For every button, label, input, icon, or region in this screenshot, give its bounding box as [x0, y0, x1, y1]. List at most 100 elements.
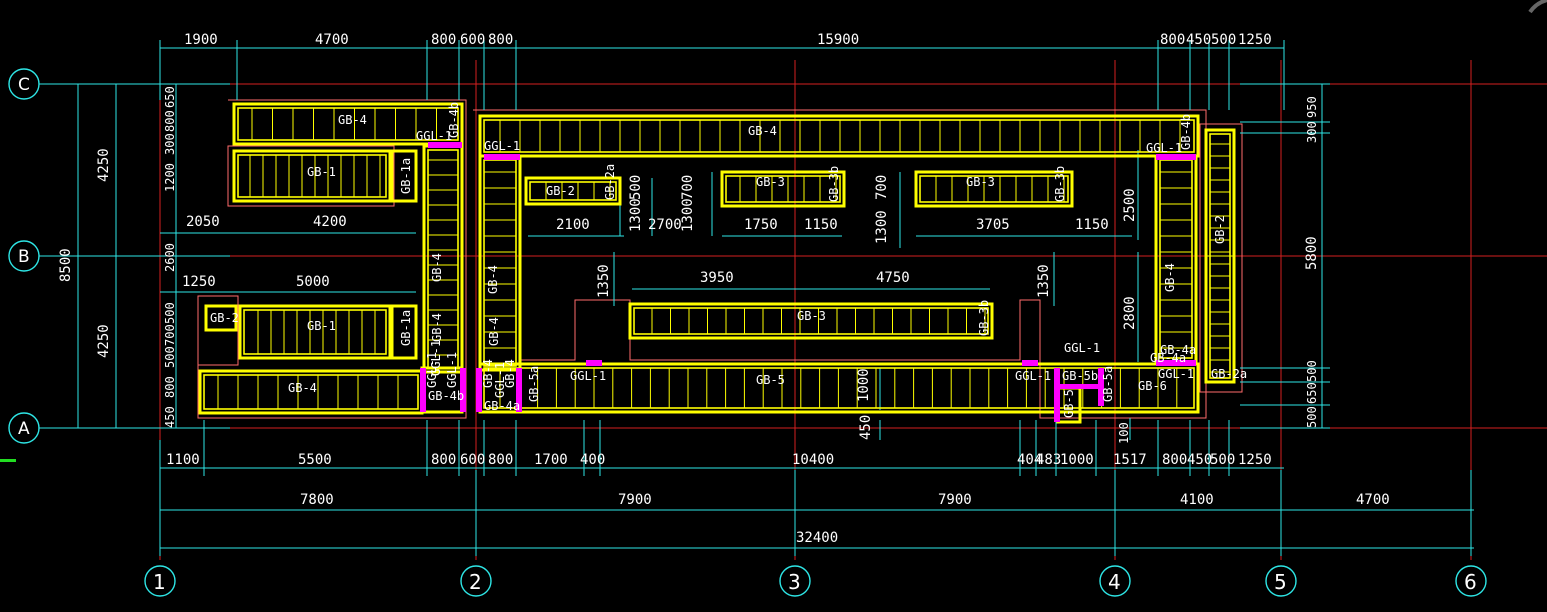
- bottom-dimension-lines: [159, 420, 1474, 556]
- dim-int-4200: 4200: [313, 214, 347, 230]
- dim-int-1150a: 1150: [804, 217, 838, 233]
- label-ggl1-f: GGL-1: [570, 369, 606, 383]
- label-ggl1-b: GGL-1: [484, 139, 520, 153]
- right-dimension-texts: 950 300 5800 500 650 500: [1304, 96, 1320, 428]
- label-gb5a-b: GB-5a: [1101, 366, 1115, 402]
- dim-b2-7900a: 7900: [618, 492, 652, 508]
- dim-int-1350a: 1350: [596, 264, 612, 298]
- dim-right-5800: 5800: [1304, 236, 1320, 270]
- label-gb2a-a: GB-2a: [603, 164, 617, 200]
- dim-top-4700: 4700: [315, 32, 349, 48]
- beam-gb4-main-right-vertical: [1154, 154, 1198, 364]
- dim-left-650: 650: [163, 86, 177, 108]
- axis-label-5: 5: [1274, 570, 1287, 594]
- dim-right-500b: 500: [1305, 406, 1319, 428]
- dim-int-2500: 2500: [1122, 188, 1138, 222]
- dim-int-1300c: 1300: [874, 210, 890, 244]
- dim-left-4250-top: 4250: [96, 148, 112, 182]
- dim-b1-800: 800: [431, 452, 456, 468]
- left-dimension-texts: 4250 8500 4250 650 800 300 1200 2600 500…: [58, 86, 177, 428]
- label-gb1-a: GB-1: [307, 165, 336, 179]
- dim-int-1150b: 1150: [1075, 217, 1109, 233]
- label-ggl1-i: GGL-1: [1158, 367, 1194, 381]
- dim-left-800: 800: [163, 110, 177, 132]
- label-gb3b-c: GB-3b: [977, 300, 991, 336]
- dim-right-950: 950: [1305, 96, 1319, 118]
- axis-label-4: 4: [1108, 570, 1121, 594]
- dim-b2-7800: 7800: [300, 492, 334, 508]
- dim-int-1300b: 1300: [680, 198, 696, 232]
- dim-int-700a: 700: [680, 175, 696, 200]
- axis-label-A: A: [18, 419, 30, 439]
- label-gb4a-b: GB-4a: [484, 399, 520, 413]
- dim-left-700: 700: [163, 324, 177, 346]
- dim-b1-1100: 1100: [166, 452, 200, 468]
- beam-gb3-long: [628, 302, 994, 340]
- dim-b1-450: 450: [1187, 452, 1212, 468]
- dim-int-3705: 3705: [976, 217, 1010, 233]
- label-gb1a-a: GB-1a: [399, 158, 413, 194]
- dim-top-1250: 1250: [1238, 32, 1272, 48]
- dim-b1-400: 400: [580, 452, 605, 468]
- label-gb3-b: GB-3: [966, 175, 995, 189]
- dim-int-5000: 5000: [296, 274, 330, 290]
- label-ggl1-h: GGL-1: [1064, 341, 1100, 355]
- label-ggl1-c: GGL-1: [1146, 141, 1182, 155]
- dim-int-700b: 700: [874, 175, 890, 200]
- top-dimension-lines: [159, 40, 1285, 110]
- beam-gb4-main-top: [478, 114, 1200, 158]
- label-gb5-a: GB-5: [756, 373, 785, 387]
- dim-left-300: 300: [163, 133, 177, 155]
- dim-b1-600: 600: [460, 452, 485, 468]
- beam-gb2-left-small: [204, 304, 238, 332]
- dim-b1-500: 500: [1210, 452, 1235, 468]
- dim-top-800: 800: [431, 32, 456, 48]
- label-gb1-b: GB-1: [307, 319, 336, 333]
- beam-gb4-left-top: [232, 102, 464, 146]
- dim-left-500b: 500: [163, 346, 177, 368]
- beam-gb3-middle-left: [720, 170, 846, 208]
- dim-top-600: 600: [460, 32, 485, 48]
- dim-b1-10400: 10400: [792, 452, 834, 468]
- top-dimension-texts: 1900 4700 800 600 800 15900 800 450 500 …: [184, 32, 1272, 48]
- dim-b1-800b: 800: [488, 452, 513, 468]
- beam-gb3-middle-right: [914, 170, 1074, 208]
- label-gb4-c: GB-4: [486, 265, 500, 294]
- label-gb4-e: GB-4: [1163, 263, 1177, 292]
- dim-int-100: 100: [1117, 422, 1131, 444]
- label-gb4a-c: GB-4a: [1150, 351, 1186, 365]
- label-ggl1-e: GGL-1: [445, 352, 459, 388]
- axis-label-B: B: [18, 247, 30, 267]
- corner-arc: [1528, 0, 1547, 14]
- label-gb2-b: GB-2: [1213, 215, 1227, 244]
- label-gb3-a: GB-3: [756, 175, 785, 189]
- dim-left-4250-bottom: 4250: [96, 324, 112, 358]
- label-gb4-i: GB-4: [481, 359, 495, 388]
- label-gb4a-a: GB-4a: [1160, 343, 1196, 357]
- dim-int-500: 500: [628, 175, 644, 200]
- label-gb4-b: GB-4: [430, 253, 444, 282]
- label-gb3b-a: GB-3b: [827, 166, 841, 202]
- dim-left-500a: 500: [163, 302, 177, 324]
- dim-b1-1250: 1250: [1238, 452, 1272, 468]
- dim-int-1000: 1000: [856, 368, 872, 402]
- dim-b1-1700: 1700: [534, 452, 568, 468]
- dim-int-3950: 3950: [700, 270, 734, 286]
- label-ggl1-d: GGL-1: [425, 352, 439, 388]
- dim-int-1750: 1750: [744, 217, 778, 233]
- bottom-dimension-texts: 1100 5500 800 600 800 1700 400 10400 404…: [166, 452, 1390, 546]
- beam-gb1-left-upper: [232, 149, 392, 203]
- dim-left-800b: 800: [163, 376, 177, 398]
- dim-b1-1517: 1517: [1113, 452, 1147, 468]
- label-gb4-d: GB-4: [748, 124, 777, 138]
- label-gb1a-b: GB-1a: [399, 310, 413, 346]
- label-gb3b-b: GB-3b: [1053, 166, 1067, 202]
- dim-b1-5500: 5500: [298, 452, 332, 468]
- dim-top-500: 500: [1211, 32, 1236, 48]
- dim-top-15900: 15900: [817, 32, 859, 48]
- dim-left-450: 450: [163, 406, 177, 428]
- dim-b1-483: 483: [1036, 452, 1061, 468]
- dim-b2-7900b: 7900: [938, 492, 972, 508]
- beam-gb1-left-lower: [238, 304, 392, 360]
